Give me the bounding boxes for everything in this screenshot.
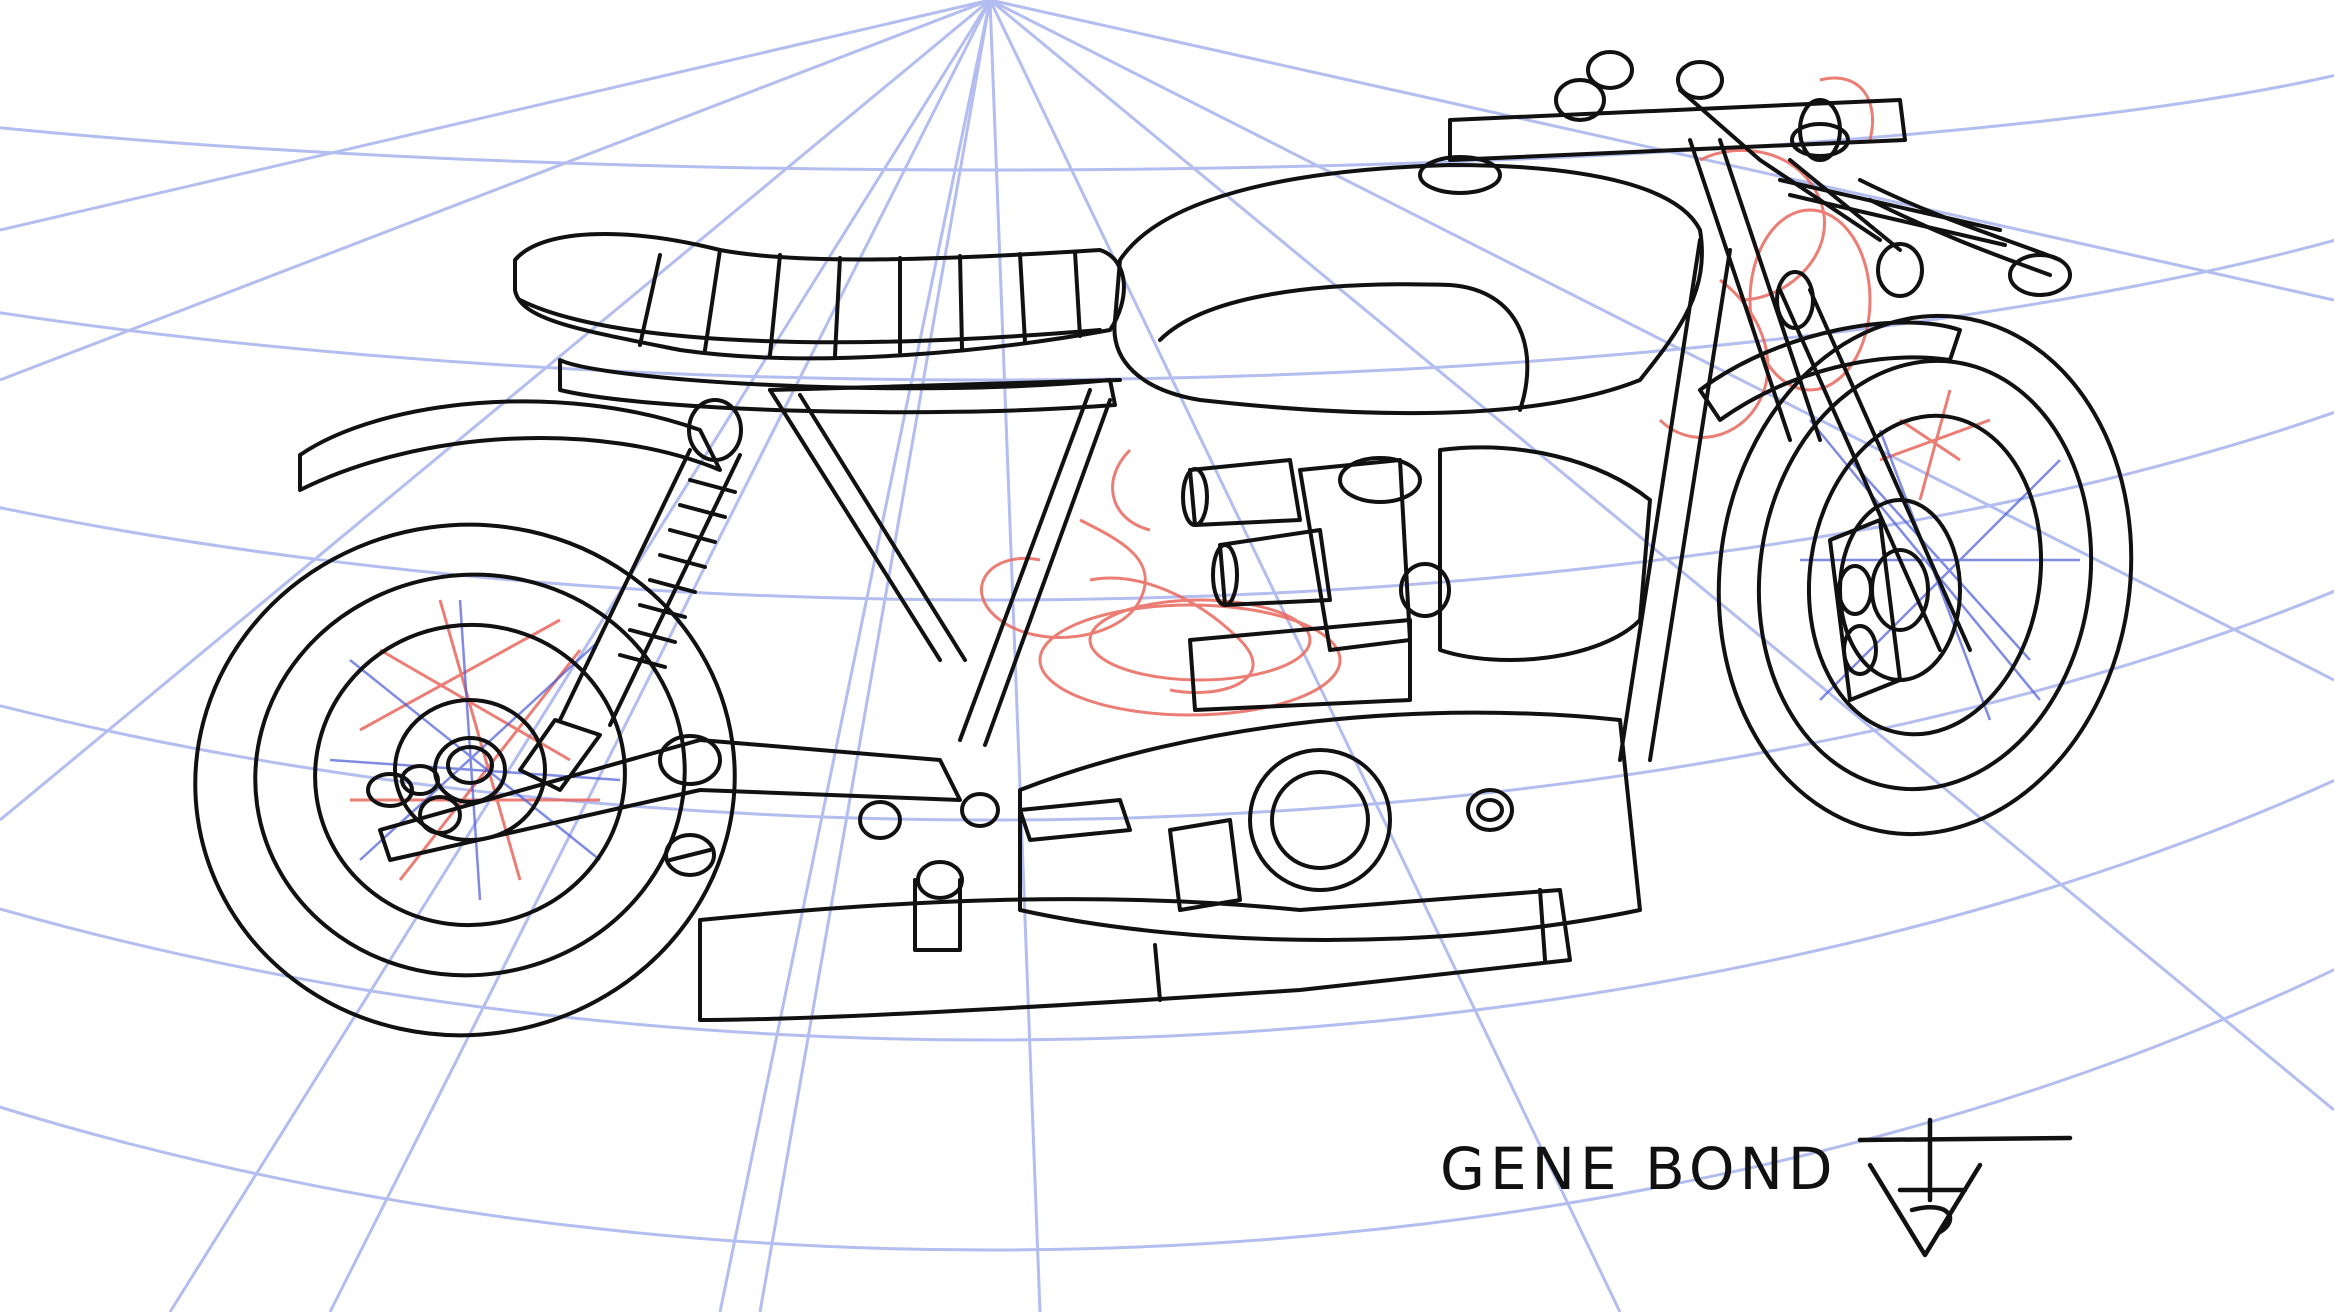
frame xyxy=(768,238,1732,762)
front-forks xyxy=(1688,138,1972,652)
exhaust-pipe xyxy=(698,888,1572,1022)
red-construction-sketch xyxy=(350,76,1991,881)
rear-shock xyxy=(518,398,743,792)
front-wheel xyxy=(1716,313,2134,837)
swingarm xyxy=(378,734,962,877)
handlebars xyxy=(1448,50,2072,298)
artist-signature: GENE BOND xyxy=(1440,1135,1838,1203)
ink-linework xyxy=(193,50,2134,1038)
seat xyxy=(513,232,1126,415)
artist-monogram xyxy=(1857,1117,2073,1258)
footpegs xyxy=(858,792,1132,952)
rear-fender xyxy=(298,399,722,492)
fuel-tank xyxy=(1112,155,1704,416)
rear-axle-hardware xyxy=(366,745,494,835)
engine xyxy=(1018,445,1652,942)
front-brake xyxy=(1828,518,1902,702)
